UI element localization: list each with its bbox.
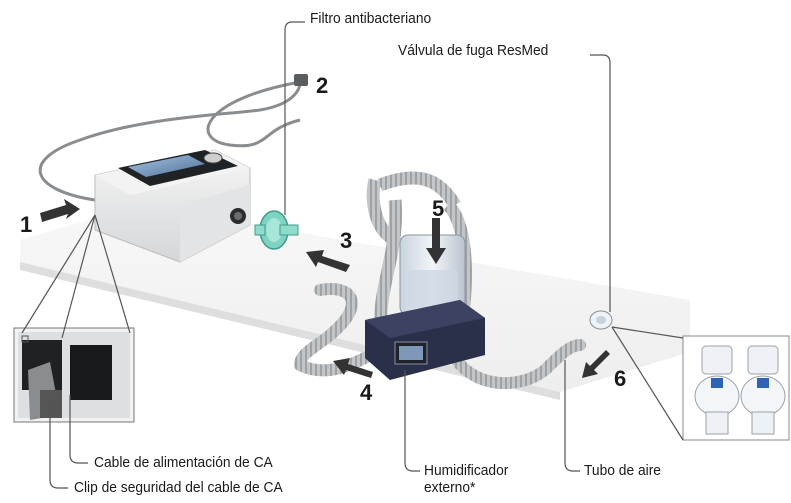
bacterial-filter [254,210,299,250]
clip-callout-line [49,400,68,489]
power-cable-label: Cable de alimentación de CA [94,454,273,471]
filter-label: Filtro antibacteriano [310,10,432,27]
step-2: 2 [316,73,329,98]
step-3: 3 [340,228,353,253]
valve-detail-inset [682,335,790,441]
power-cord-loop [206,80,301,148]
air-hose-left [294,283,358,371]
valve-inset-lines [611,326,684,441]
step-6: 6 [614,366,627,391]
filter-callout-line [284,21,305,215]
callout-lines [21,21,684,489]
step-1: 1 [20,212,33,237]
device-screen [128,155,205,177]
plug-icon [294,74,308,86]
port-inset-lines [21,214,131,339]
step-5: 5 [432,196,445,221]
humidifier-label-line1: Humidificador [424,462,509,479]
arrow-1 [40,199,80,222]
humidifier-callout-line [404,370,420,472]
arrow-5 [426,218,446,264]
power-cable-callout-line [69,395,88,464]
step-4: 4 [360,380,373,405]
valve-left-detail [694,345,740,435]
air-tube-label: Tubo de aire [584,462,661,479]
leak-valve-label: Válvula de fuga ResMed [398,42,549,59]
tube-callout-line [564,360,580,472]
humidifier-label: Humidificador externo* [424,462,508,496]
leak-valve [589,310,613,330]
power-cord [38,81,302,202]
valve-callout-line [590,54,611,312]
air-hose-right [444,339,586,390]
control-knob [203,152,223,164]
humidifier-label-line2: externo* [424,479,476,496]
cable-clip-label: Clip de seguridad del cable de CA [74,479,283,496]
port-inset [13,327,135,423]
ventilator-device [94,149,251,263]
arrow-3 [306,250,350,272]
arrows [40,199,610,378]
arrow-6 [582,350,610,378]
arrow-4 [333,358,373,378]
valve-right-detail [740,345,786,435]
external-humidifier [365,171,485,380]
